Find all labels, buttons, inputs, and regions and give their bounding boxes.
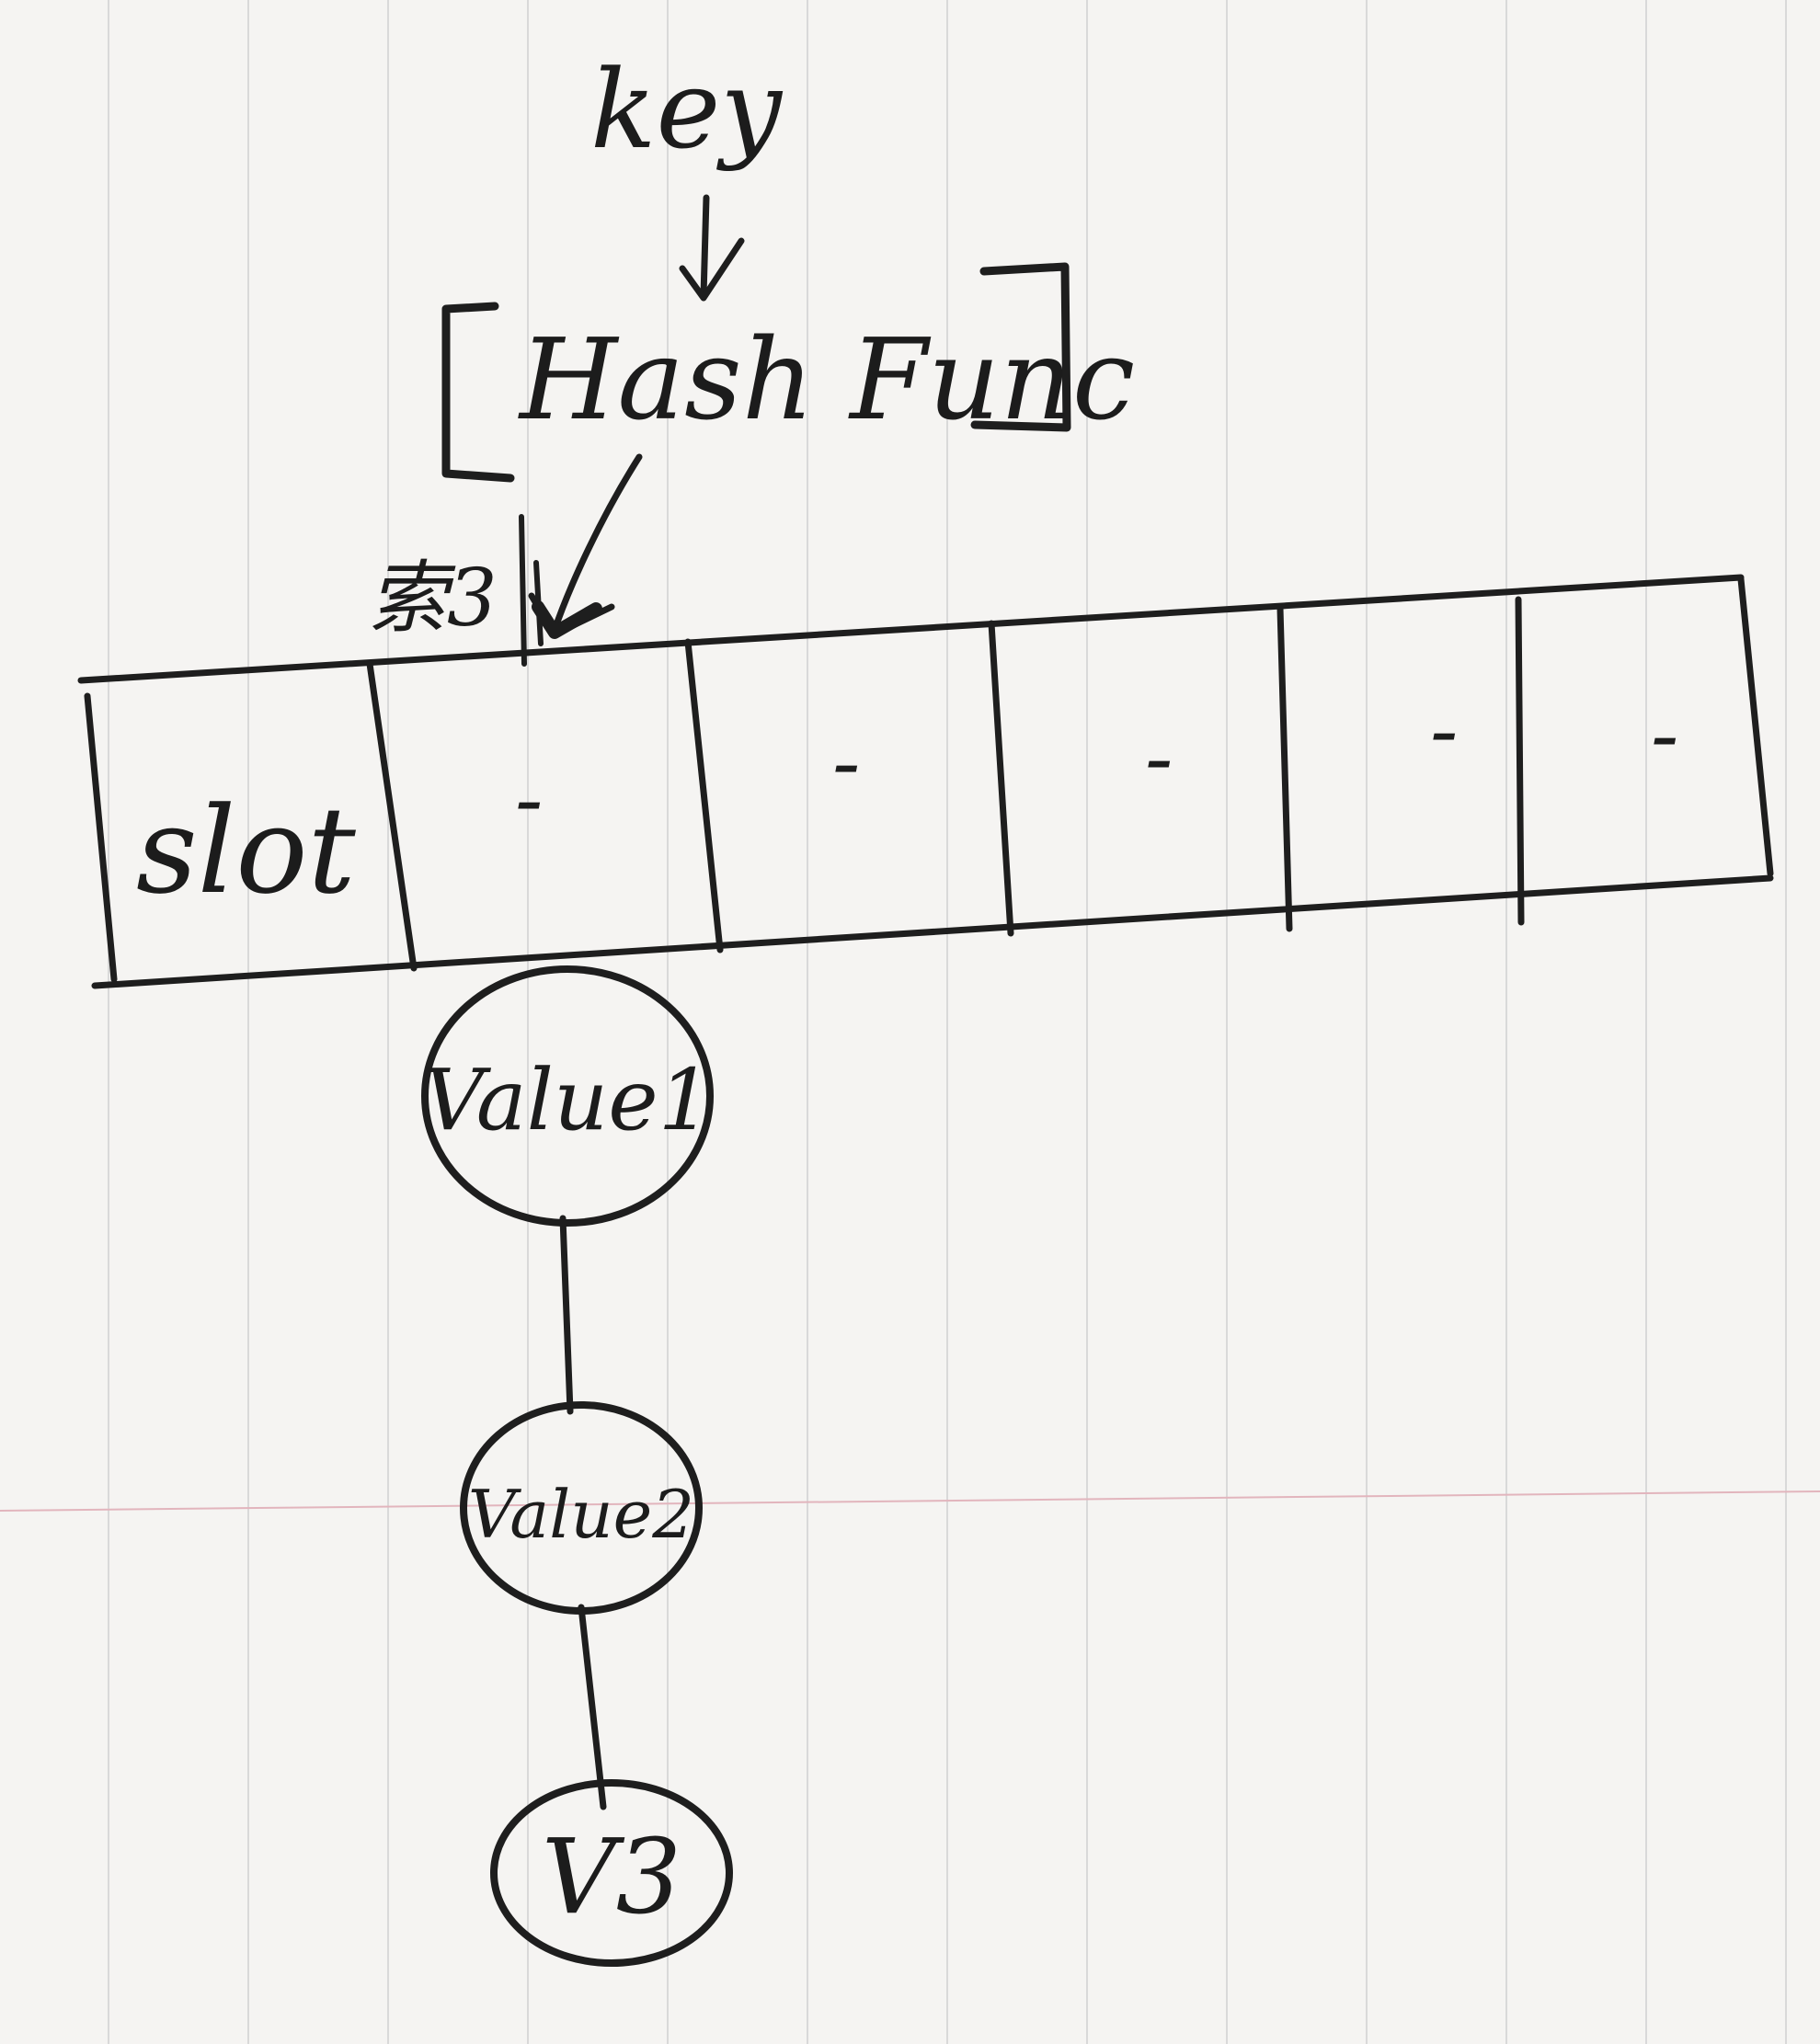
paper-ruling [108,0,1787,2044]
slot-table [77,574,1774,989]
chain-node-label: Value2 [468,1476,694,1553]
slot-label: slot [136,781,357,920]
slot-entries: - - - - - [515,682,1678,848]
slot-entry: - [832,714,860,811]
chain-node-1: Value1 [421,965,714,1227]
slot-entry: - [1430,682,1458,779]
chain-node-label: Value1 [423,1051,713,1149]
hash-func-bracket [441,262,1071,483]
key-arrow [679,194,745,302]
hash-output-arrow [528,453,643,639]
hash-func-label: Hash Func [518,314,1135,445]
chain-node-label: V3 [542,1818,681,1937]
chain-node-2: Value2 [460,1401,703,1615]
chain-links [559,1215,607,1810]
margin-rule [0,1490,1820,1512]
slot-entry: - [1145,710,1173,806]
key-label: key [590,46,783,173]
index-label: 索3 [368,553,498,645]
index-tick [519,514,544,667]
chain-node-3: V3 [490,1779,733,1967]
slot-entry: - [515,751,543,848]
slot-entry: - [1651,687,1678,783]
